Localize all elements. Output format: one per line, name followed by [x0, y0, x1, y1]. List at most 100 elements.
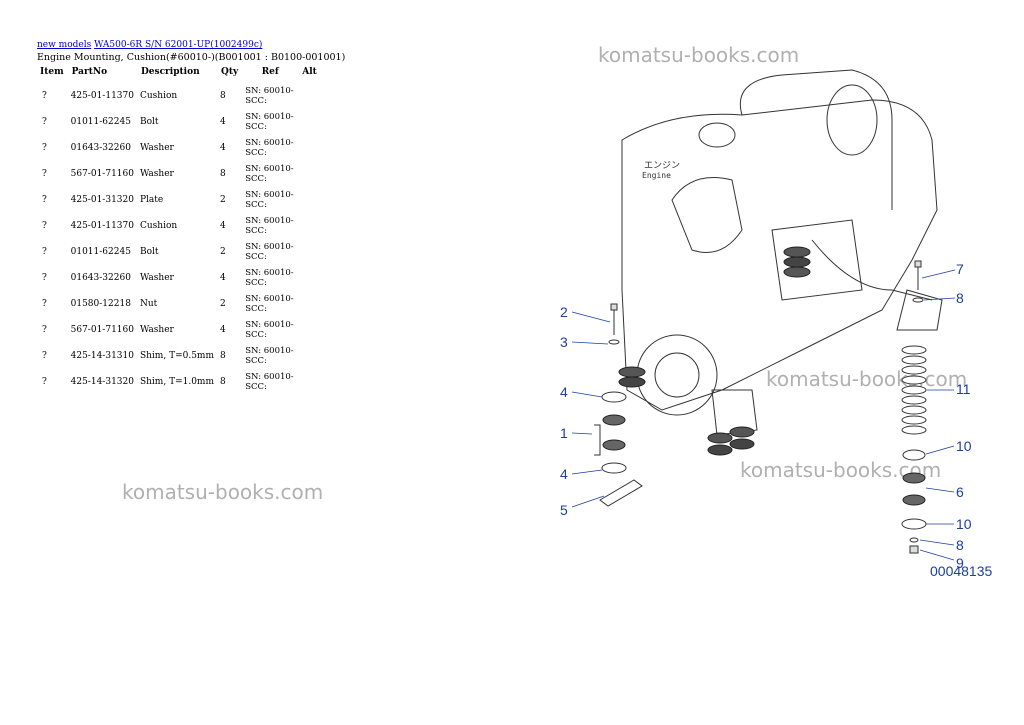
watermark: komatsu-books.com — [598, 43, 800, 67]
cell-alt — [298, 369, 321, 395]
cell-description: Shim, T=0.5mm — [139, 351, 214, 361]
cell-ref: SN: 60010-SCC: — [242, 369, 298, 395]
ref-line: SN: 60010- — [245, 216, 294, 226]
callout-11: 11 — [956, 381, 971, 397]
cell-ref: SN: 60010-SCC: — [242, 109, 298, 135]
cell-description: Washer — [139, 325, 174, 335]
cell-ref: SN: 60010-SCC: — [242, 343, 298, 369]
ref-line: SN: 60010- — [245, 164, 294, 174]
ref-line: SCC: — [245, 174, 267, 184]
cell-description: Cushion — [139, 221, 178, 231]
cell-description: Cushion — [139, 91, 178, 101]
callout-1: 1 — [560, 425, 568, 441]
cell-alt — [298, 109, 321, 135]
header-qty: Qty — [221, 67, 239, 77]
mount-cushion-icon — [618, 246, 811, 456]
cell-partno: 567-01-71160 — [70, 325, 134, 335]
ref-line: SN: 60010- — [245, 190, 294, 200]
cell-alt — [298, 187, 321, 213]
ref-line: SCC: — [245, 304, 267, 314]
cell-qty: 2 — [220, 247, 226, 257]
cell-item: ? — [42, 299, 47, 309]
cell-ref: SN: 60010-SCC: — [242, 265, 298, 291]
callout-9: 9 — [956, 555, 964, 571]
cell-partno: 425-01-31320 — [70, 195, 134, 205]
cell-alt — [298, 265, 321, 291]
ref-line: SCC: — [245, 356, 267, 366]
callout-4: 4 — [560, 384, 568, 400]
cell-description: Bolt — [139, 117, 159, 127]
ref-line: SN: 60010- — [245, 294, 294, 304]
cell-partno: 425-14-31320 — [70, 377, 134, 387]
cell-qty: 8 — [220, 377, 226, 387]
cell-partno: 01011-62245 — [70, 117, 131, 127]
cell-partno: 01643-32260 — [70, 273, 131, 283]
breadcrumb-link-new-models[interactable]: new models — [37, 40, 92, 50]
callout-10: 10 — [956, 438, 972, 454]
cell-ref: SN: 60010-SCC: — [242, 291, 298, 317]
left-parts-stack — [594, 303, 643, 507]
cell-ref: SN: 60010-SCC: — [242, 135, 298, 161]
ref-line: SCC: — [245, 330, 267, 340]
ref-line: SN: 60010- — [245, 268, 294, 278]
cell-item: ? — [42, 351, 47, 361]
cell-alt — [298, 83, 321, 109]
cell-partno: 567-01-71160 — [70, 169, 134, 179]
parts-table: Item PartNo Description Qty Ref Alt ?425… — [36, 65, 321, 395]
breadcrumb: new models WA500-6R S/N 62001-UP(1002499… — [37, 40, 262, 50]
table-header-row: Item PartNo Description Qty Ref Alt — [36, 65, 321, 83]
cell-ref: SN: 60010-SCC: — [242, 213, 298, 239]
cell-description: Plate — [139, 195, 164, 205]
cell-description: Washer — [139, 169, 174, 179]
ref-line: SN: 60010- — [245, 86, 294, 96]
callout-3: 3 — [560, 334, 568, 350]
cell-partno: 01643-32260 — [70, 143, 131, 153]
header-alt: Alt — [302, 67, 317, 77]
cell-qty: 8 — [220, 91, 226, 101]
cell-qty: 2 — [220, 195, 226, 205]
cell-alt — [298, 135, 321, 161]
callout-leaders — [571, 269, 956, 561]
cell-alt — [298, 317, 321, 343]
callout-2: 2 — [560, 304, 568, 320]
cell-item: ? — [42, 91, 47, 101]
cell-qty: 8 — [220, 351, 226, 361]
page-title: Engine Mounting, Cushion(#60010-)(B00100… — [37, 52, 346, 63]
cell-item: ? — [42, 325, 47, 335]
header-partno: PartNo — [71, 67, 108, 77]
cell-description: Bolt — [139, 247, 159, 257]
cell-alt — [298, 213, 321, 239]
ref-line: SCC: — [245, 382, 267, 392]
drawing-number: 00048135 — [930, 563, 992, 579]
cell-description: Shim, T=1.0mm — [139, 377, 214, 387]
cell-description: Washer — [139, 143, 174, 153]
cell-partno: 01580-12218 — [70, 299, 131, 309]
cell-item: ? — [42, 377, 47, 387]
header-ref: Ref — [261, 67, 279, 77]
cell-description: Nut — [139, 299, 158, 309]
watermark: komatsu-books.com — [122, 480, 324, 504]
cell-qty: 8 — [220, 169, 226, 179]
exploded-parts-diagram: エンジン Engine — [560, 69, 992, 579]
ref-line: SCC: — [245, 96, 267, 106]
ref-line: SCC: — [245, 226, 267, 236]
cell-alt — [298, 239, 321, 265]
ref-line: SCC: — [245, 278, 267, 288]
cell-partno: 425-01-11370 — [70, 221, 134, 231]
cell-qty: 4 — [220, 117, 226, 127]
breadcrumb-link-model[interactable]: WA500-6R S/N 62001-UP(1002499c) — [94, 40, 263, 50]
cell-qty: 4 — [220, 325, 226, 335]
cell-item: ? — [42, 143, 47, 153]
header-item: Item — [40, 67, 64, 77]
